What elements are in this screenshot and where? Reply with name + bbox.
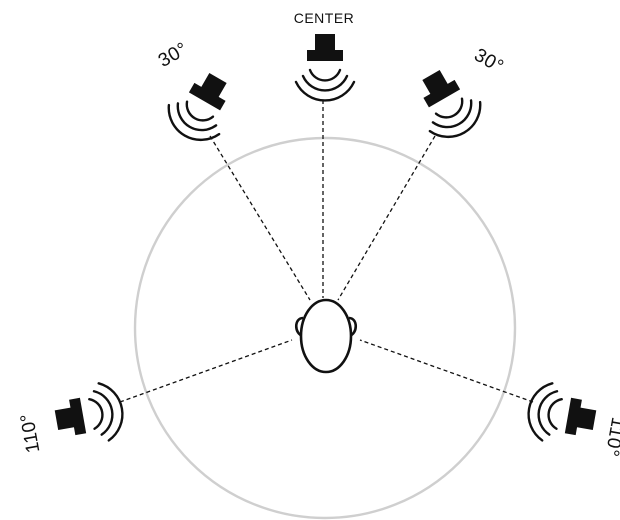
sound-waves-icon bbox=[294, 68, 356, 102]
front-left-speaker bbox=[158, 69, 234, 152]
speaker-icon bbox=[307, 34, 343, 61]
speaker-lines bbox=[119, 100, 534, 403]
center-label: CENTER bbox=[294, 10, 355, 26]
sound-waves-icon bbox=[85, 378, 129, 444]
front-left-angle-label: 30° bbox=[155, 39, 192, 72]
sound-waves-icon bbox=[522, 378, 566, 444]
center-speaker bbox=[294, 34, 356, 102]
surround-right-speaker bbox=[522, 378, 598, 444]
front-right-line bbox=[337, 135, 436, 301]
surround-left-angle-label: 110° bbox=[17, 411, 45, 454]
front-right-speaker bbox=[415, 66, 491, 149]
speaker-icon bbox=[415, 66, 461, 108]
front-right-angle-label: 30° bbox=[470, 45, 507, 78]
surround-left-speaker bbox=[53, 378, 129, 444]
listener-head-icon bbox=[294, 298, 358, 374]
surround-right-angle-label: 110° bbox=[601, 415, 620, 458]
speaker-icon bbox=[188, 69, 234, 111]
front-left-line bbox=[209, 135, 311, 301]
listening-circle bbox=[133, 136, 517, 520]
surround-right-line bbox=[359, 339, 534, 403]
surround-left-line bbox=[119, 339, 293, 403]
speaker-icon bbox=[564, 397, 598, 438]
speaker-icon bbox=[53, 397, 87, 438]
